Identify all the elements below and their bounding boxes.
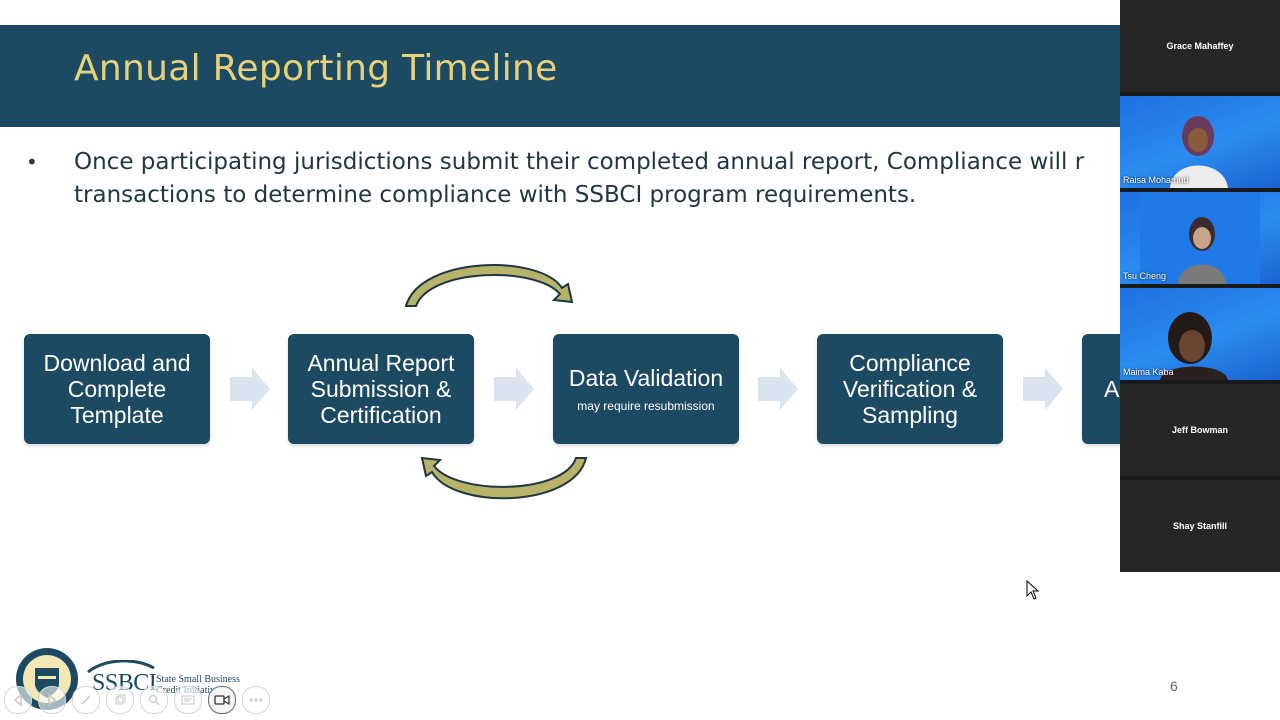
participants-panel: Grace Mahaffey Raisa Mohamud Tsu Cheng M…	[1120, 0, 1280, 572]
participant-name: Grace Mahaffey	[1166, 41, 1234, 51]
bullet-text: Once participating jurisdictions submit …	[74, 149, 1085, 208]
bullet-marker: •	[26, 150, 38, 174]
next-icon[interactable]	[38, 686, 66, 714]
participant-video-tile[interactable]: Tsu Cheng	[1120, 192, 1280, 284]
chevron-arrow-icon	[758, 368, 798, 410]
cycle-arrow-top-icon	[404, 264, 574, 307]
participant-name: Raisa Mohamud	[1123, 175, 1189, 185]
more-icon[interactable]	[242, 686, 270, 714]
camera-icon[interactable]	[208, 686, 236, 714]
zoom-icon[interactable]	[140, 686, 168, 714]
step-data-validation: Data Validation may require resubmission	[553, 334, 739, 444]
step-subtext: may require resubmission	[577, 399, 715, 413]
chevron-arrow-icon	[494, 368, 534, 410]
step-download-template: Download and Complete Template	[24, 334, 210, 444]
page-number: 6	[1170, 678, 1178, 694]
participant-tile[interactable]: Grace Mahaffey	[1120, 0, 1280, 92]
participant-name: Tsu Cheng	[1123, 271, 1167, 281]
participant-name: Maima Kaba	[1123, 367, 1174, 377]
participant-video-icon	[1170, 116, 1228, 188]
participant-tile[interactable]: Shay Stanfill	[1120, 480, 1280, 572]
chevron-arrow-icon	[230, 368, 270, 410]
chevron-arrow-icon	[1023, 368, 1063, 410]
pen-icon[interactable]	[72, 686, 100, 714]
participant-video-icon	[1160, 312, 1228, 380]
participant-name: Jeff Bowman	[1171, 425, 1228, 435]
subtitles-icon[interactable]	[174, 686, 202, 714]
mouse-cursor-icon	[1026, 580, 1040, 600]
presentation-toolbar	[4, 686, 270, 716]
participant-tile[interactable]: Jeff Bowman	[1120, 384, 1280, 476]
participant-video-tile[interactable]: Raisa Mohamud	[1120, 96, 1280, 188]
copy-icon[interactable]	[106, 686, 134, 714]
participant-video-tile[interactable]: Maima Kaba	[1120, 288, 1280, 380]
prev-icon[interactable]	[4, 686, 32, 714]
ssbci-swoosh-icon	[87, 660, 155, 674]
participant-video-icon	[1140, 192, 1260, 284]
title-bar	[0, 25, 1280, 127]
step-annual-report-submission: Annual Report Submission & Certification	[288, 334, 474, 444]
participant-name: Shay Stanfill	[1172, 521, 1227, 531]
slide-title: Annual Reporting Timeline	[74, 48, 558, 89]
cycle-arrow-bottom-icon	[420, 456, 588, 500]
step-compliance-verification: Compliance Verification & Sampling	[817, 334, 1003, 444]
